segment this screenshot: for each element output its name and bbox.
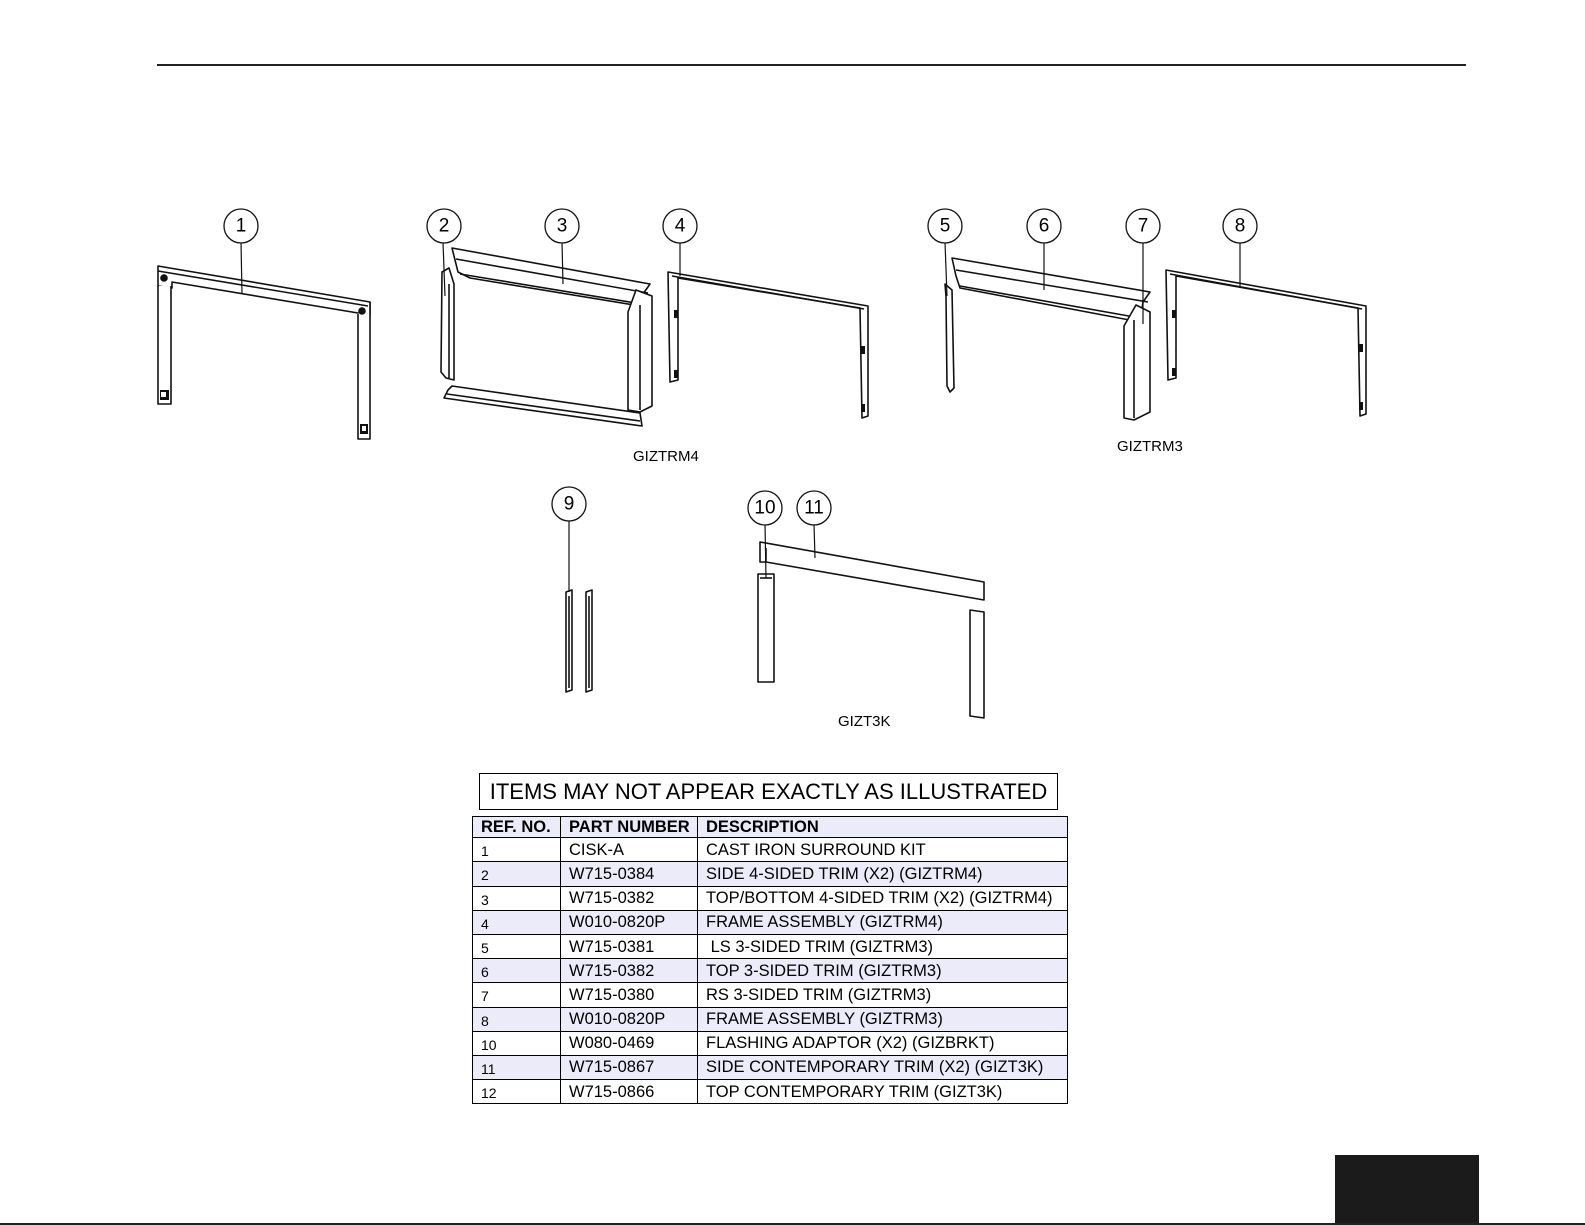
part-10-11-contemporary-trim bbox=[757, 541, 985, 719]
description: FLASHING ADAPTOR (X2) (GIZBRKT) bbox=[697, 1030, 1068, 1056]
description: CAST IRON SURROUND KIT bbox=[697, 837, 1068, 863]
part-number: W715-0380 bbox=[560, 982, 698, 1008]
part-2-side-trim-right bbox=[627, 289, 653, 413]
ref-no: 11 bbox=[472, 1054, 561, 1081]
callout-7-label: 7 bbox=[1138, 216, 1149, 237]
ref-no: 10 bbox=[472, 1030, 561, 1056]
part-2-side-trim bbox=[440, 267, 455, 381]
part-3-bottom-trim bbox=[443, 385, 643, 427]
description: TOP CONTEMPORARY TRIM (GIZT3K) bbox=[697, 1079, 1068, 1105]
part-number: W715-0382 bbox=[560, 885, 698, 911]
callouts bbox=[223, 208, 1258, 526]
description: FRAME ASSEMBLY (GIZTRM3) bbox=[697, 1006, 1068, 1032]
part-number: W715-0384 bbox=[560, 861, 698, 887]
header-rule bbox=[157, 64, 1466, 66]
header-ref-no: REF. NO. bbox=[472, 815, 561, 839]
ref-no: 1 bbox=[472, 837, 561, 863]
ref-no: 12 bbox=[472, 1079, 561, 1105]
callout-5-label: 5 bbox=[940, 216, 951, 237]
disclaimer-box: ITEMS MAY NOT APPEAR EXACTLY AS ILLUSTRA… bbox=[479, 773, 1058, 810]
callout-9-label: 9 bbox=[564, 494, 575, 515]
description: LS 3-SIDED TRIM (GIZTRM3) bbox=[697, 933, 1068, 960]
callout-4 bbox=[662, 208, 698, 244]
callout-1-label: 1 bbox=[236, 216, 247, 237]
callout-7 bbox=[1125, 208, 1161, 244]
callout-2 bbox=[426, 208, 462, 244]
callout-9 bbox=[551, 486, 587, 522]
callout-5 bbox=[927, 208, 963, 244]
callout-3 bbox=[544, 208, 580, 244]
callout-leaders bbox=[240, 241, 1241, 592]
part-number: W715-0866 bbox=[560, 1079, 698, 1105]
part-number: W715-0381 bbox=[560, 933, 698, 960]
callout-11 bbox=[796, 490, 832, 526]
callout-10-label: 10 bbox=[754, 498, 775, 519]
callout-8-label: 8 bbox=[1235, 216, 1246, 237]
ref-no: 5 bbox=[472, 933, 561, 960]
callout-3-label: 3 bbox=[557, 216, 568, 237]
callout-6-label: 6 bbox=[1039, 216, 1050, 237]
callout-2-label: 2 bbox=[439, 216, 450, 237]
part-number: W715-0382 bbox=[560, 958, 698, 984]
callout-4-label: 4 bbox=[675, 216, 686, 237]
callout-11-label: 11 bbox=[804, 498, 824, 519]
part-number: W010-0820P bbox=[560, 909, 698, 935]
part-number: CISK-A bbox=[560, 837, 698, 863]
ref-no: 8 bbox=[472, 1006, 561, 1032]
page-tab bbox=[1335, 1155, 1479, 1225]
part-number: W010-0820P bbox=[560, 1006, 698, 1032]
part-3-top-trim bbox=[451, 247, 651, 307]
kit-label-giztrm4: GIZTRM4 bbox=[633, 448, 699, 465]
part-5-ls-trim bbox=[944, 283, 955, 393]
part-9-flashing-adaptors bbox=[565, 589, 593, 693]
table-header-row: REF. NO. PART NUMBER DESCRIPTION bbox=[472, 815, 1068, 839]
description: RS 3-SIDED TRIM (GIZTRM3) bbox=[697, 982, 1068, 1008]
part-1-surround bbox=[157, 265, 371, 440]
kit-label-gizt3k: GIZT3K bbox=[838, 713, 891, 730]
callout-8 bbox=[1222, 208, 1258, 244]
footer-rule bbox=[0, 1223, 1585, 1225]
part-number: W715-0867 bbox=[560, 1054, 698, 1081]
description: TOP 3-SIDED TRIM (GIZTRM3) bbox=[697, 958, 1068, 984]
callout-1 bbox=[223, 208, 259, 244]
ref-no: 4 bbox=[472, 909, 561, 935]
description: FRAME ASSEMBLY (GIZTRM4) bbox=[697, 909, 1068, 935]
part-6-top-trim bbox=[951, 257, 1151, 323]
ref-no: 7 bbox=[472, 982, 561, 1008]
part-4-frame bbox=[667, 271, 869, 419]
ref-no: 2 bbox=[472, 861, 561, 887]
part-8-frame bbox=[1165, 269, 1367, 417]
callout-6 bbox=[1026, 208, 1062, 244]
header-part-number: PART NUMBER bbox=[560, 815, 698, 839]
header-description: DESCRIPTION bbox=[697, 815, 1068, 839]
description: TOP/BOTTOM 4-SIDED TRIM (X2) (GIZTRM4) bbox=[697, 885, 1068, 911]
description: SIDE CONTEMPORARY TRIM (X2) (GIZT3K) bbox=[697, 1054, 1068, 1081]
callout-10 bbox=[747, 490, 783, 526]
part-7-rs-trim bbox=[1123, 304, 1151, 421]
description: SIDE 4-SIDED TRIM (X2) (GIZTRM4) bbox=[697, 861, 1068, 887]
kit-label-giztrm3: GIZTRM3 bbox=[1117, 438, 1183, 455]
ref-no: 3 bbox=[472, 885, 561, 911]
part-number: W080-0469 bbox=[560, 1030, 698, 1056]
ref-no: 6 bbox=[472, 958, 561, 984]
